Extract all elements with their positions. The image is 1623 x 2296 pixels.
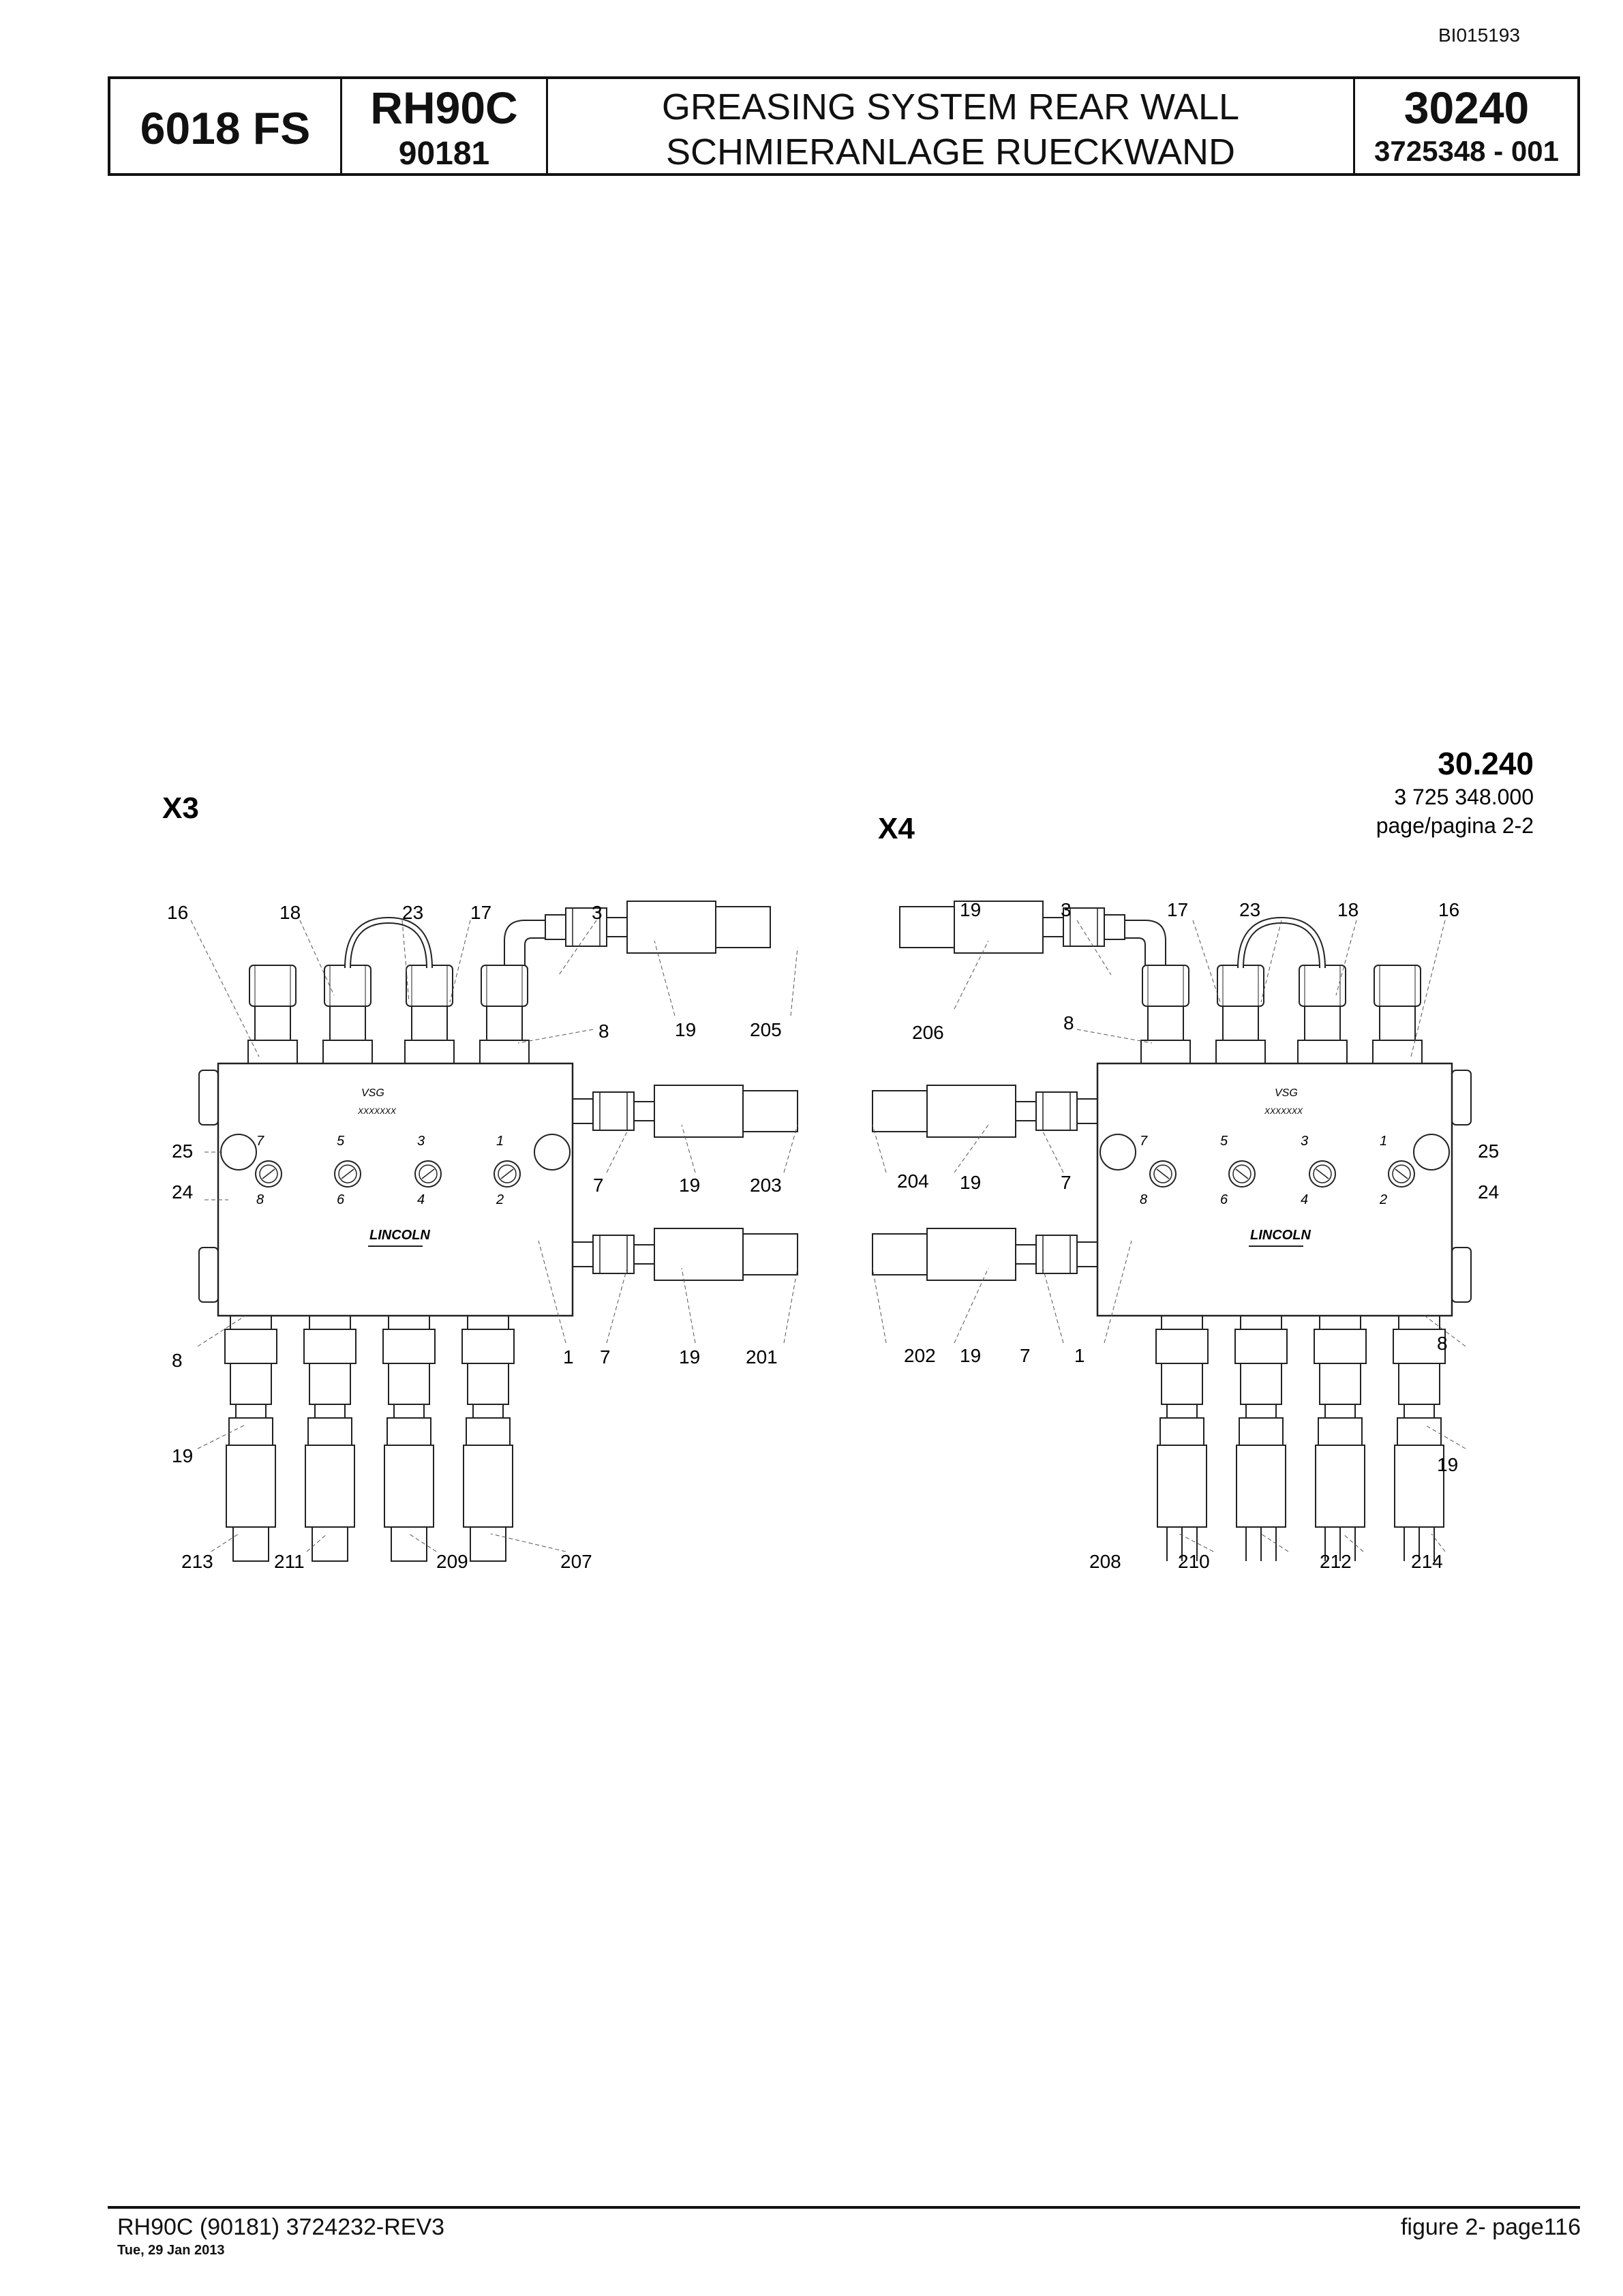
callout-label: 212 <box>1320 1551 1352 1572</box>
title-block: 6018 FS RH90C 90181 GREASING SYSTEM REAR… <box>108 76 1580 176</box>
callout-label: 23 <box>1239 899 1260 920</box>
distributor-block <box>217 1062 574 1317</box>
callout-label: 24 <box>1478 1181 1499 1203</box>
port-number: 3 <box>417 1134 425 1149</box>
port-number: 6 <box>1220 1192 1228 1207</box>
port-number: 7 <box>256 1134 264 1149</box>
callout-label: 18 <box>279 902 301 923</box>
brand-logo: LINCOLN <box>1250 1228 1311 1243</box>
callout-label: 203 <box>750 1175 782 1196</box>
callout-label: 1 <box>563 1346 574 1368</box>
title-german: SCHMIERANLAGE RUECKWAND <box>665 132 1236 172</box>
callout-label: 7 <box>1020 1345 1031 1366</box>
brand-logo: LINCOLN <box>369 1228 430 1243</box>
callout-label: 19 <box>960 1172 981 1193</box>
callout-label: 19 <box>679 1346 700 1368</box>
port-number: 6 <box>337 1192 345 1207</box>
port-number: 7 <box>1140 1134 1148 1149</box>
callout-label: 207 <box>560 1551 592 1572</box>
callout-label: 7 <box>1061 1172 1072 1193</box>
block-label: VSG <box>361 1087 384 1099</box>
machine-cell: RH90C 90181 <box>342 79 548 173</box>
callout-label: 24 <box>172 1181 193 1203</box>
model-cell: 6018 FS <box>110 79 342 173</box>
callout-label: 19 <box>675 1019 696 1040</box>
port-number: 4 <box>417 1192 425 1207</box>
title-cell: GREASING SYSTEM REAR WALL SCHMIERANLAGE … <box>548 79 1355 173</box>
port-number: 5 <box>1220 1134 1228 1149</box>
port-number: 8 <box>256 1192 264 1207</box>
port-number: 5 <box>337 1134 345 1149</box>
callout-label: 206 <box>912 1022 944 1043</box>
footer-rule <box>108 2206 1580 2209</box>
callout-label: 8 <box>598 1021 609 1042</box>
callout-label: 209 <box>436 1551 468 1572</box>
port-number: 2 <box>496 1192 504 1207</box>
footer-page: figure 2- page116 <box>1400 2214 1581 2240</box>
callout-label: 19 <box>679 1175 700 1196</box>
serial-label: 90181 <box>398 136 490 172</box>
metering-dial <box>494 1160 521 1188</box>
callout-label: 3 <box>592 902 603 923</box>
callout-label: 23 <box>402 902 423 923</box>
callout-label: 19 <box>960 899 981 920</box>
callout-label: 18 <box>1337 899 1359 920</box>
callout-label: 25 <box>172 1141 193 1162</box>
block-code: XXXXXXX <box>1264 1106 1303 1116</box>
section-number: 30240 <box>1404 82 1530 133</box>
callout-label: 25 <box>1478 1141 1499 1162</box>
callout-label: 210 <box>1178 1551 1210 1572</box>
callout-label: 7 <box>600 1346 611 1368</box>
title-english: GREASING SYSTEM REAR WALL <box>661 87 1240 127</box>
callout-label: 19 <box>960 1345 981 1366</box>
callout-label: 19 <box>1437 1454 1458 1475</box>
callout-label: 202 <box>904 1345 936 1366</box>
port-number: 3 <box>1301 1134 1308 1149</box>
figure-section-number: 30.240 <box>1438 746 1534 781</box>
callout-label: 201 <box>746 1346 778 1368</box>
port-number: 1 <box>1380 1134 1387 1149</box>
metering-dial <box>414 1160 442 1188</box>
callout-label: 7 <box>593 1175 604 1196</box>
model-label: 6018 FS <box>140 103 311 153</box>
callout-label: 8 <box>1437 1333 1448 1354</box>
view-x4: VSG XXXXXXX 7 5 3 1 8 6 4 2 LINCOLN 19 3… <box>872 899 1499 1572</box>
port-number: 2 <box>1379 1192 1387 1207</box>
callout-label: 214 <box>1411 1551 1443 1572</box>
greasing-system-drawing: 30.240 3 725 348.000 page/pagina 2-2 X3 … <box>162 746 1534 1572</box>
document-id: BI015193 <box>1438 25 1520 46</box>
callout-label: 16 <box>167 902 188 923</box>
callout-label: 205 <box>750 1019 782 1040</box>
callout-label: 8 <box>172 1350 183 1371</box>
section-cell: 30240 3725348 - 001 <box>1355 79 1578 173</box>
callout-label: 19 <box>172 1445 193 1466</box>
callout-label: 17 <box>1167 899 1188 920</box>
part-number: 3725348 - 001 <box>1374 135 1559 167</box>
footer-reference: RH90C (90181) 3724232-REV3 <box>117 2214 445 2240</box>
port-number: 4 <box>1301 1192 1308 1207</box>
port-number: 8 <box>1140 1192 1147 1207</box>
figure-part-number: 3 725 348.000 <box>1394 785 1534 809</box>
callout-label: 3 <box>1061 899 1072 920</box>
metering-dial <box>334 1160 361 1188</box>
figure-page: page/pagina 2-2 <box>1376 813 1534 838</box>
footer-date: Tue, 29 Jan 2013 <box>117 2243 225 2258</box>
view-label-x4: X4 <box>878 812 915 845</box>
callout-label: 8 <box>1063 1012 1074 1033</box>
callout-label: 211 <box>274 1551 305 1572</box>
port-number: 1 <box>496 1134 504 1149</box>
callout-label: 17 <box>470 902 491 923</box>
metering-dial <box>255 1160 282 1188</box>
callout-label: 213 <box>181 1551 213 1572</box>
callout-label: 16 <box>1438 899 1459 920</box>
machine-label: RH90C <box>370 82 518 133</box>
callout-label: 1 <box>1074 1345 1085 1366</box>
callout-label: 208 <box>1089 1551 1121 1572</box>
callout-label: 204 <box>897 1170 929 1192</box>
block-code: XXXXXXX <box>357 1106 397 1116</box>
view-label-x3: X3 <box>162 791 199 825</box>
view-x3: VSG XXXXXXX 7 5 3 1 8 6 4 2 LINCOLN <box>167 901 798 1572</box>
block-label: VSG <box>1275 1087 1298 1099</box>
